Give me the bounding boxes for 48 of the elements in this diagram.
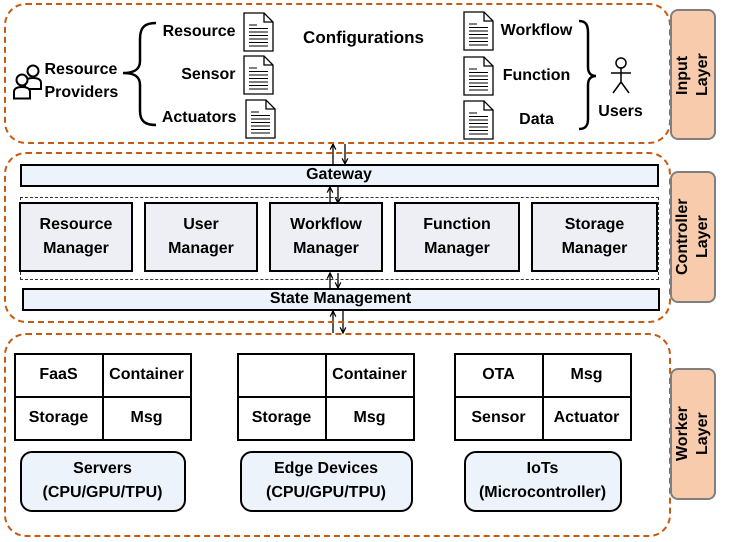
device-box: Servers (CPU/GPU/TPU) [20,450,186,512]
layer-container [4,152,671,323]
config-item-label: Data [519,110,554,130]
arrow [342,144,348,165]
manager-box: Resource Manager [19,202,133,272]
arrow [326,272,334,288]
arrow [340,311,346,334]
layer-tab: Worker Layer [670,368,716,500]
arrow [326,186,334,203]
table-cell: Container [326,354,412,396]
config-item-label: Function [502,66,570,86]
layer-tab: Input Layer [670,9,716,140]
table-cell: Msg [544,354,630,396]
actor-label: Users [598,102,643,122]
manager-box: Workflow Manager [269,202,383,272]
arrow [334,273,342,289]
manager-box: Function Manager [394,202,520,272]
device-box: Edge Devices (CPU/GPU/TPU) [240,450,412,512]
table-cell: Msg [326,398,412,438]
table-cell: Storage [238,398,324,438]
service-grid [454,352,632,440]
section-heading: Configurations [303,26,424,49]
table-cell: Sensor [456,398,542,438]
actor-label: Resource Providers [44,60,118,102]
layer-container [4,333,671,537]
config-item-label: Actuators [162,108,236,128]
manager-box: Storage Manager [531,202,658,272]
table-cell: Actuator [544,398,630,438]
state-management-bar: State Management [22,288,660,310]
layer-tab: Controller Layer [670,171,716,303]
manager-group [20,196,658,280]
arrow [330,310,336,333]
gateway-bar: Gateway [20,164,658,186]
service-grid [236,352,414,440]
arrow [334,187,342,204]
table-cell: Msg [104,398,190,438]
service-grid [14,352,192,440]
table-cell: FaaS [16,354,102,396]
arrow [330,143,336,164]
device-box: IoTs (Microcontroller) [464,450,622,512]
manager-box: User Manager [144,202,258,272]
table-cell: Storage [16,398,102,438]
table-cell: OTA [456,354,542,396]
layer-container [4,3,671,144]
config-item-label: Resource [162,22,236,42]
config-item-label: Sensor [181,64,236,84]
table-cell: Container [104,354,190,396]
config-item-label: Workflow [500,20,572,40]
